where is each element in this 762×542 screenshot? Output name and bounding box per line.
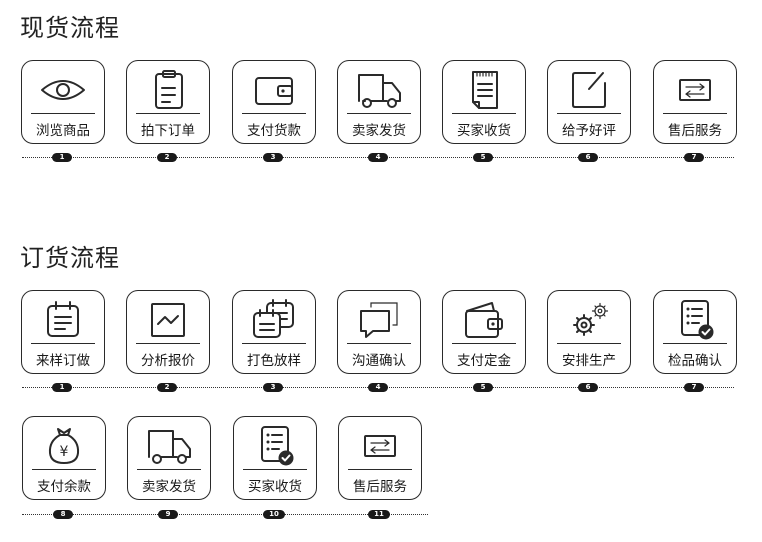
truck-icon — [145, 425, 193, 467]
step-number-badge: 7 — [684, 383, 704, 392]
money-bag-icon: ¥ — [40, 425, 88, 467]
order-step-label: 打色放样 — [247, 353, 301, 369]
order-step-label: 沟通确认 — [352, 353, 406, 369]
spot-step-label: 买家收货 — [457, 123, 511, 139]
spot-step-label: 给予好评 — [562, 123, 616, 139]
order-step-label: 分析报价 — [141, 353, 195, 369]
step-number-badge: 9 — [158, 510, 178, 519]
exchange-icon — [356, 425, 404, 467]
chart-frame-icon — [144, 299, 192, 341]
step-number-badge: 8 — [53, 510, 73, 519]
step-number-badge: 11 — [368, 510, 390, 519]
step-number-badge: 4 — [368, 153, 388, 162]
step-number-badge: 6 — [578, 383, 598, 392]
exchange-icon — [671, 69, 719, 111]
order-step-label: 支付余款 — [37, 479, 91, 495]
order-step-label: 支付定金 — [457, 353, 511, 369]
spot-step-review: 给予好评 — [547, 60, 631, 144]
order-step-custom-sample: 来样订做 — [21, 290, 105, 374]
order-step-communicate: 沟通确认 — [337, 290, 421, 374]
order-step-label: 买家收货 — [248, 479, 302, 495]
spot-step-label: 支付货款 — [247, 123, 301, 139]
spot-step-label: 售后服务 — [668, 123, 722, 139]
order-step-ship: 卖家发货 — [127, 416, 211, 500]
spot-step-receive: 买家收货 — [442, 60, 526, 144]
spot-step-label: 拍下订单 — [141, 123, 195, 139]
order-step-label: 卖家发货 — [142, 479, 196, 495]
step-number-badge: 6 — [578, 153, 598, 162]
step-number-badge: 10 — [263, 510, 285, 519]
order-step-after-sales: 售后服务 — [338, 416, 422, 500]
checklist-icon — [671, 299, 719, 341]
order-step-inspection: 检品确认 — [653, 290, 737, 374]
calendar-icon — [39, 299, 87, 341]
step-number-badge: 3 — [263, 383, 283, 392]
receipt-icon — [460, 69, 508, 111]
spot-step-ship: 卖家发货 — [337, 60, 421, 144]
step-number-badge: 2 — [157, 153, 177, 162]
wallet-icon — [460, 299, 508, 341]
order-step-balance: ¥ 支付余款 — [22, 416, 106, 500]
spot-step-place-order: 拍下订单 — [126, 60, 210, 144]
order-step-label: 检品确认 — [668, 353, 722, 369]
clipboard-icon — [144, 69, 192, 111]
checklist-icon — [251, 425, 299, 467]
wallet-icon — [250, 69, 298, 111]
step-number-badge: 5 — [473, 383, 493, 392]
spot-step-browse: 浏览商品 — [21, 60, 105, 144]
spot-step-label: 浏览商品 — [36, 123, 90, 139]
order-step-quote: 分析报价 — [126, 290, 210, 374]
eye-icon — [39, 69, 87, 111]
order-step-receive: 买家收货 — [233, 416, 317, 500]
order-step-label: 安排生产 — [562, 353, 616, 369]
edit-square-icon — [565, 69, 613, 111]
spot-step-after-sales: 售后服务 — [653, 60, 737, 144]
order-step-deposit: 支付定金 — [442, 290, 526, 374]
order-step-label: 售后服务 — [353, 479, 407, 495]
step-number-badge: 5 — [473, 153, 493, 162]
spot-step-pay: 支付货款 — [232, 60, 316, 144]
timeline-order-row2 — [22, 514, 428, 515]
order-step-proofing: 打色放样 — [232, 290, 316, 374]
step-number-badge: 7 — [684, 153, 704, 162]
section-title-spot: 现货流程 — [20, 14, 120, 42]
step-number-badge: 4 — [368, 383, 388, 392]
truck-icon — [355, 69, 403, 111]
step-number-badge: 1 — [52, 383, 72, 392]
section-title-order: 订货流程 — [20, 244, 120, 272]
step-number-badge: 2 — [157, 383, 177, 392]
chat-bubble-icon — [355, 299, 403, 341]
order-step-production: 安排生产 — [547, 290, 631, 374]
order-step-label: 来样订做 — [36, 353, 90, 369]
yen-glyph: ¥ — [60, 444, 69, 460]
gears-icon — [565, 299, 613, 341]
step-number-badge: 1 — [52, 153, 72, 162]
spot-step-label: 卖家发货 — [352, 123, 406, 139]
calendars-icon — [250, 299, 298, 341]
step-number-badge: 3 — [263, 153, 283, 162]
